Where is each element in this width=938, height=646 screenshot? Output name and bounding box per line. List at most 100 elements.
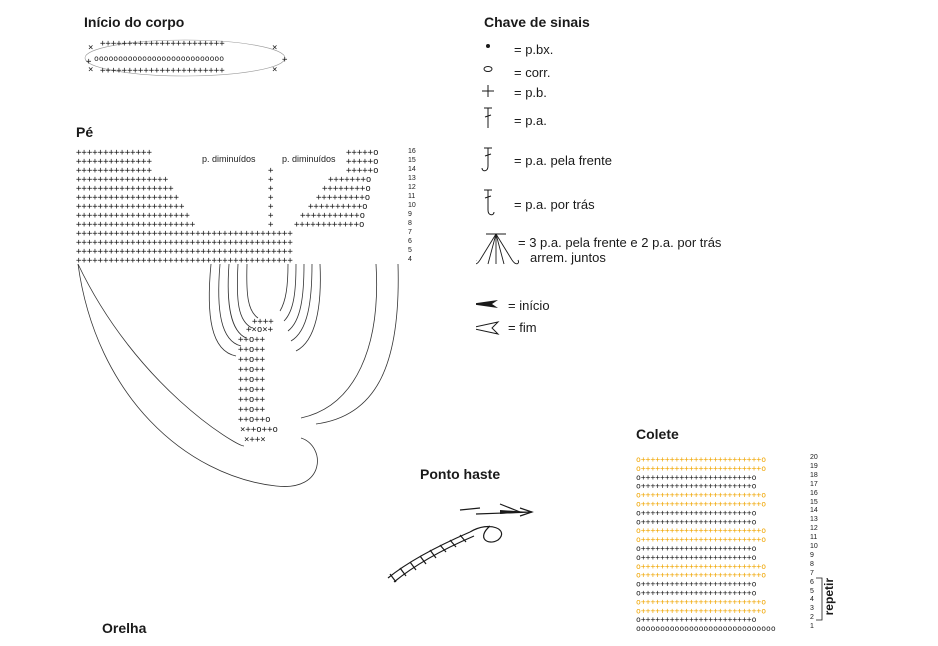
colete-row-number: 17 xyxy=(810,480,818,488)
colete-row-number: 12 xyxy=(810,525,818,533)
title-inicio-corpo: Início do corpo xyxy=(84,14,185,30)
colete-grid-row: o+++++++++++++++++++++++++o xyxy=(636,455,766,464)
legend-inicio: = início xyxy=(508,298,550,313)
svg-text:++++++++++o: ++++++++++o xyxy=(308,202,368,212)
svg-text:++++++++++++o: ++++++++++++o xyxy=(294,220,364,230)
svg-text:+++++++++++++++++: +++++++++++++++++ xyxy=(76,175,169,185)
pe-row-number: 16 xyxy=(408,148,416,155)
pe-row-number: 14 xyxy=(408,166,416,173)
pe-row-number: 8 xyxy=(408,220,412,227)
svg-text:+++++++++++o: +++++++++++o xyxy=(300,211,365,221)
pe-label-left: p. diminuídos xyxy=(202,154,256,164)
legend-pa-frente: = p.a. pela frente xyxy=(514,153,612,168)
legend-corr: = corr. xyxy=(514,65,551,80)
title-pe: Pé xyxy=(76,124,94,140)
colete-row-number: 18 xyxy=(810,471,818,479)
colete-row-number: 10 xyxy=(810,543,818,550)
colete-row-number: 1 xyxy=(810,623,814,631)
colete-row-number: 3 xyxy=(810,605,814,613)
title-ponto-haste: Ponto haste xyxy=(420,466,501,482)
dot-icon xyxy=(486,44,490,48)
legend-fim: = fim xyxy=(508,320,537,335)
pe-row-number: 6 xyxy=(408,238,412,245)
title-orelha: Orelha xyxy=(102,620,147,636)
colete-grid-row: o+++++++++++++++++++++++o xyxy=(636,473,757,482)
svg-text:+×o×+: +×o×+ xyxy=(246,325,274,335)
svg-text:++o++: ++o++ xyxy=(238,345,266,355)
svg-text:++++++++++++++++++++++++++++++: ++++++++++++++++++++++++++++++++++++++++ xyxy=(76,238,293,248)
inicio-corpo-chart: +++++++++++++++++++++++ × × oooooooooooo… xyxy=(84,39,288,77)
pe-chart: ++++++++++++++ ++++++++++++++ ++++++++++… xyxy=(76,146,416,496)
colete-grid-row: o+++++++++++++++++++++++++o xyxy=(636,464,766,473)
title-colete: Colete xyxy=(636,426,679,442)
legend-pbx: = p.bx. xyxy=(514,42,554,57)
svg-text:++++++++++++++++++++++++++++++: ++++++++++++++++++++++++++++++++++++++++ xyxy=(76,229,293,239)
svg-text:++++++++++++++++++++++++++++++: ++++++++++++++++++++++++++++++++++++++++ xyxy=(76,256,293,266)
colete-repeat-label: repetir xyxy=(822,578,836,616)
svg-text:+++++++++++++++++++: +++++++++++++++++++ xyxy=(76,193,180,203)
colete-row-number: 5 xyxy=(810,587,814,595)
svg-text:++o++: ++o++ xyxy=(238,335,266,345)
treble-icon xyxy=(484,107,492,128)
pe-row-number: 7 xyxy=(408,229,412,236)
colete-row-number: 14 xyxy=(810,507,818,515)
pe-row-number: 5 xyxy=(408,247,412,254)
svg-text:++++++++++++++: ++++++++++++++ xyxy=(76,157,152,167)
svg-text:++++++++++++++: ++++++++++++++ xyxy=(76,148,152,158)
pe-row-number: 12 xyxy=(408,184,416,191)
colete-row-number: 13 xyxy=(810,516,818,524)
svg-text:++++++++++++++++++++: ++++++++++++++++++++ xyxy=(76,202,185,212)
svg-text:+++++o: +++++o xyxy=(346,166,379,176)
legend-cluster: = 3 p.a. pela frente e 2 p.a. por trás xyxy=(518,235,722,250)
svg-text:++o++: ++o++ xyxy=(238,385,266,395)
svg-text:×: × xyxy=(272,43,277,53)
cluster-icon xyxy=(476,233,519,265)
colete-row-number: 2 xyxy=(810,614,814,622)
colete-grid-row: o+++++++++++++++++++++++o xyxy=(636,508,757,517)
svg-text:+: + xyxy=(268,175,274,185)
svg-text:+++++++++++++++++++++: +++++++++++++++++++++ xyxy=(76,211,190,221)
svg-text:++++++++o: ++++++++o xyxy=(322,184,371,194)
plus-icon xyxy=(482,85,494,97)
svg-text:++++++++++++++++++++++++++++++: ++++++++++++++++++++++++++++++++++++++++ xyxy=(76,247,293,257)
colete-row-number: 16 xyxy=(810,489,818,497)
colete-grid-row: o+++++++++++++++++++++++++o xyxy=(636,491,766,500)
svg-text:++++++++++++++++++++++: ++++++++++++++++++++++ xyxy=(76,220,196,230)
legend-pb: = p.b. xyxy=(514,85,547,100)
svg-text:++o++: ++o++ xyxy=(238,375,266,385)
colete-row-number: 20 xyxy=(810,454,818,461)
svg-text:ooooooooooooooooooooooooooo: ooooooooooooooooooooooooooo xyxy=(94,54,224,63)
pe-row-number: 11 xyxy=(408,193,416,200)
svg-text:+: + xyxy=(268,193,274,203)
svg-text:×: × xyxy=(88,43,93,53)
colete-grid-row: o+++++++++++++++++++++++++o xyxy=(636,500,766,509)
end-arrow-icon xyxy=(476,321,500,335)
svg-text:++o++: ++o++ xyxy=(238,395,266,405)
oval-icon xyxy=(483,66,493,72)
svg-text:++++++++++++++: ++++++++++++++ xyxy=(76,166,152,176)
colete-row-number: 4 xyxy=(810,596,814,604)
colete-grid-row: o+++++++++++++++++++++++o xyxy=(636,589,757,598)
legend-pa-tras: = p.a. por trás xyxy=(514,197,595,212)
colete-row-number: 8 xyxy=(810,560,814,568)
colete-grid-row: o+++++++++++++++++++++++++o xyxy=(636,571,766,580)
legend-cluster-2: arrem. juntos xyxy=(530,250,606,265)
colete-grid-row: o+++++++++++++++++++++++o xyxy=(636,580,757,589)
svg-text:+: + xyxy=(268,166,274,176)
pe-row-number: 10 xyxy=(408,202,416,209)
ponto-haste-illustration xyxy=(387,503,534,583)
svg-text:+++++o: +++++o xyxy=(346,157,379,167)
colete-row-number: 9 xyxy=(810,551,814,559)
colete-row-number: 7 xyxy=(810,569,814,577)
colete-grid-row: o+++++++++++++++++++++++o xyxy=(636,482,757,491)
colete-grid-row: o+++++++++++++++++++++++o xyxy=(636,553,757,562)
svg-text:×: × xyxy=(88,65,93,75)
svg-text:+: + xyxy=(86,57,92,67)
svg-text:+++++o: +++++o xyxy=(346,148,379,158)
colete-grid-row: o+++++++++++++++++++++++o xyxy=(636,544,757,553)
colete-grid-row: o+++++++++++++++++++++++++o xyxy=(636,597,766,606)
colete-grid-row: o+++++++++++++++++++++++++o xyxy=(636,526,766,535)
legend: = p.bx. = corr. = p.b. = p.a. = p.a. pel… xyxy=(476,38,776,348)
svg-text:+++++++o: +++++++o xyxy=(328,175,371,185)
front-post-icon xyxy=(481,147,492,172)
